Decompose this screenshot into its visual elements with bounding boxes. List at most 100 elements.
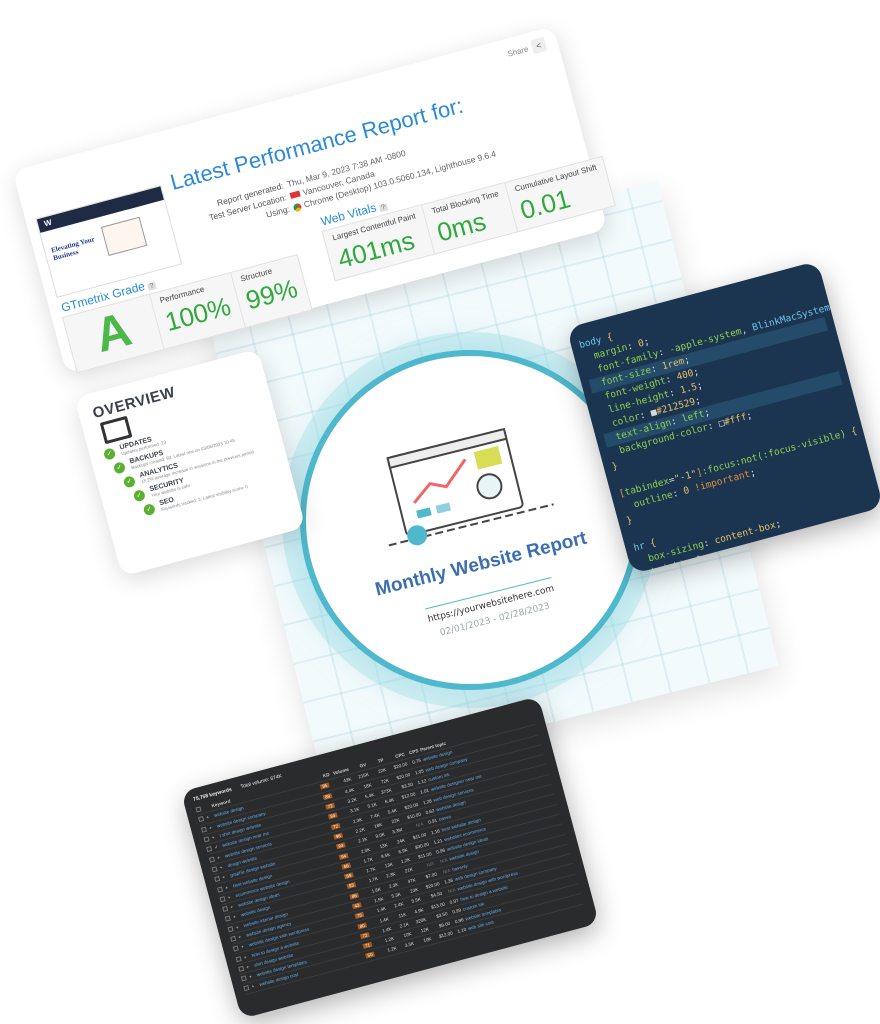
kd-badge: 96 [333, 832, 344, 840]
cps-cell: N/A [447, 887, 457, 895]
help-icon[interactable]: ? [378, 203, 389, 213]
cps-cell: 1.01 [419, 788, 430, 796]
row-checkbox[interactable] [238, 965, 245, 972]
row-checkbox[interactable] [206, 846, 213, 853]
kd-cell: 71 [362, 941, 378, 950]
check-icon: ✓ [142, 502, 156, 516]
kd-badge: 43 [351, 902, 362, 910]
overview-title: OVERVIEW [90, 383, 178, 423]
cls-metric: Cumulative Layout Shift 0.01 [505, 157, 615, 231]
kd-badge: 66 [341, 862, 352, 870]
code-token [629, 528, 637, 540]
row-checkbox[interactable] [211, 866, 218, 873]
row-checkbox[interactable] [219, 896, 226, 903]
cps-cell: 1.12 [417, 778, 427, 786]
kd-cell: 50 [365, 951, 380, 960]
thumbnail-heading: Elevating Your Business [50, 235, 96, 263]
thumbnail-chart-icon [100, 216, 148, 257]
kd-badge: 89 [322, 792, 333, 800]
row-checkbox[interactable] [208, 856, 215, 863]
monitor-chart-icon [99, 415, 133, 445]
kd-badge: 72 [359, 931, 370, 940]
code-token [614, 474, 622, 486]
kd-cell: 43 [351, 901, 367, 910]
check-icon: ✓ [132, 488, 146, 502]
row-checkbox[interactable] [222, 905, 229, 913]
column-header-kd[interactable]: KD [322, 772, 331, 779]
row-checkbox[interactable] [200, 826, 207, 833]
row-checkbox[interactable] [232, 945, 239, 952]
code-token: } [610, 460, 620, 473]
row-checkbox[interactable] [198, 816, 205, 823]
cps-cell: N/A [439, 857, 449, 865]
cps-cell: 0.75 [411, 758, 422, 766]
cps-cell: 1.05 [414, 768, 425, 776]
cps-cell: 1.16 [430, 827, 441, 835]
code-lines: body { margin: 0; font-family: -apple-sy… [578, 276, 880, 574]
kd-cell: 72 [359, 931, 375, 940]
cpc-cell: $12.00 [438, 930, 454, 940]
tbt-metric: Total Blocking Time 0ms [422, 182, 518, 254]
row-checkbox[interactable] [203, 836, 210, 843]
kd-cell: 72 [325, 801, 340, 810]
cps-cell: 1.21 [433, 837, 443, 845]
kd-badge: 72 [325, 802, 336, 810]
kd-cell: 69 [343, 871, 359, 880]
keyword-research-table: 75,758 keywords Total volume: 674K Keywo… [180, 696, 600, 1019]
cps-cell: 1.10 [456, 927, 467, 935]
kd-badge: 71 [362, 941, 373, 950]
column-header-cps[interactable]: CPS [408, 748, 419, 756]
help-icon[interactable]: ? [147, 281, 157, 291]
row-checkbox[interactable] [230, 935, 237, 942]
code-token: , [850, 294, 859, 308]
cps-cell: 1.28 [422, 797, 433, 806]
cps-cell: 1.36 [443, 877, 454, 885]
kd-badge: 95 [319, 782, 330, 790]
code-token: { [648, 537, 658, 550]
cps-cell: 0.99 [451, 907, 462, 915]
select-all-checkbox[interactable] [195, 806, 202, 813]
row-checkbox[interactable] [227, 925, 234, 932]
kd-cell: 86 [349, 891, 364, 900]
row-checkbox[interactable] [224, 915, 231, 923]
row-checkbox[interactable] [214, 876, 221, 883]
kd-cell: 93 [346, 881, 362, 890]
row-checkbox[interactable] [240, 975, 247, 982]
cover-content: Monthly Website Report https://yourwebsi… [264, 314, 676, 726]
share-label: Share [506, 44, 530, 59]
gv-cell: 3.5K [404, 941, 415, 949]
kd-badge: 69 [343, 872, 354, 880]
canada-flag-icon [289, 190, 301, 199]
row-checkbox[interactable] [243, 985, 250, 992]
kd-cell: 94 [335, 841, 351, 850]
kd-badge: 50 [365, 951, 376, 960]
kd-badge: 94 [335, 842, 346, 850]
cps-cell: N/A [442, 867, 451, 875]
code-token: { [850, 425, 859, 438]
kd-cell: 66 [341, 861, 356, 870]
kd-cell: 89 [322, 791, 338, 800]
cps-cell: 0.97 [448, 897, 459, 905]
cps-cell: 0.96 [454, 917, 465, 925]
cps-cell: 0.62 [425, 807, 435, 816]
kd-badge: 93 [346, 882, 357, 890]
check-icon: ✓ [112, 460, 127, 475]
tp-cell: 10K [422, 936, 433, 944]
code-token: } [625, 514, 634, 527]
volume-cell: 1.2K [386, 945, 398, 954]
kd-badge: 86 [349, 892, 360, 900]
kd-badge: 72 [330, 822, 341, 830]
chrome-icon [292, 202, 303, 213]
thumbnail-logo: W [36, 186, 164, 233]
kd-badge: 84 [327, 812, 338, 820]
row-checkbox[interactable] [216, 886, 223, 893]
kd-badge: 94 [338, 852, 349, 860]
row-checkbox[interactable] [235, 955, 242, 962]
share-button[interactable]: Share < [506, 36, 548, 61]
kd-cell: 95 [319, 781, 335, 790]
kd-badge: 75 [354, 912, 365, 920]
share-icon: < [530, 36, 548, 55]
site-thumbnail: W Elevating Your Business [35, 185, 183, 298]
check-icon: ✓ [102, 446, 117, 461]
